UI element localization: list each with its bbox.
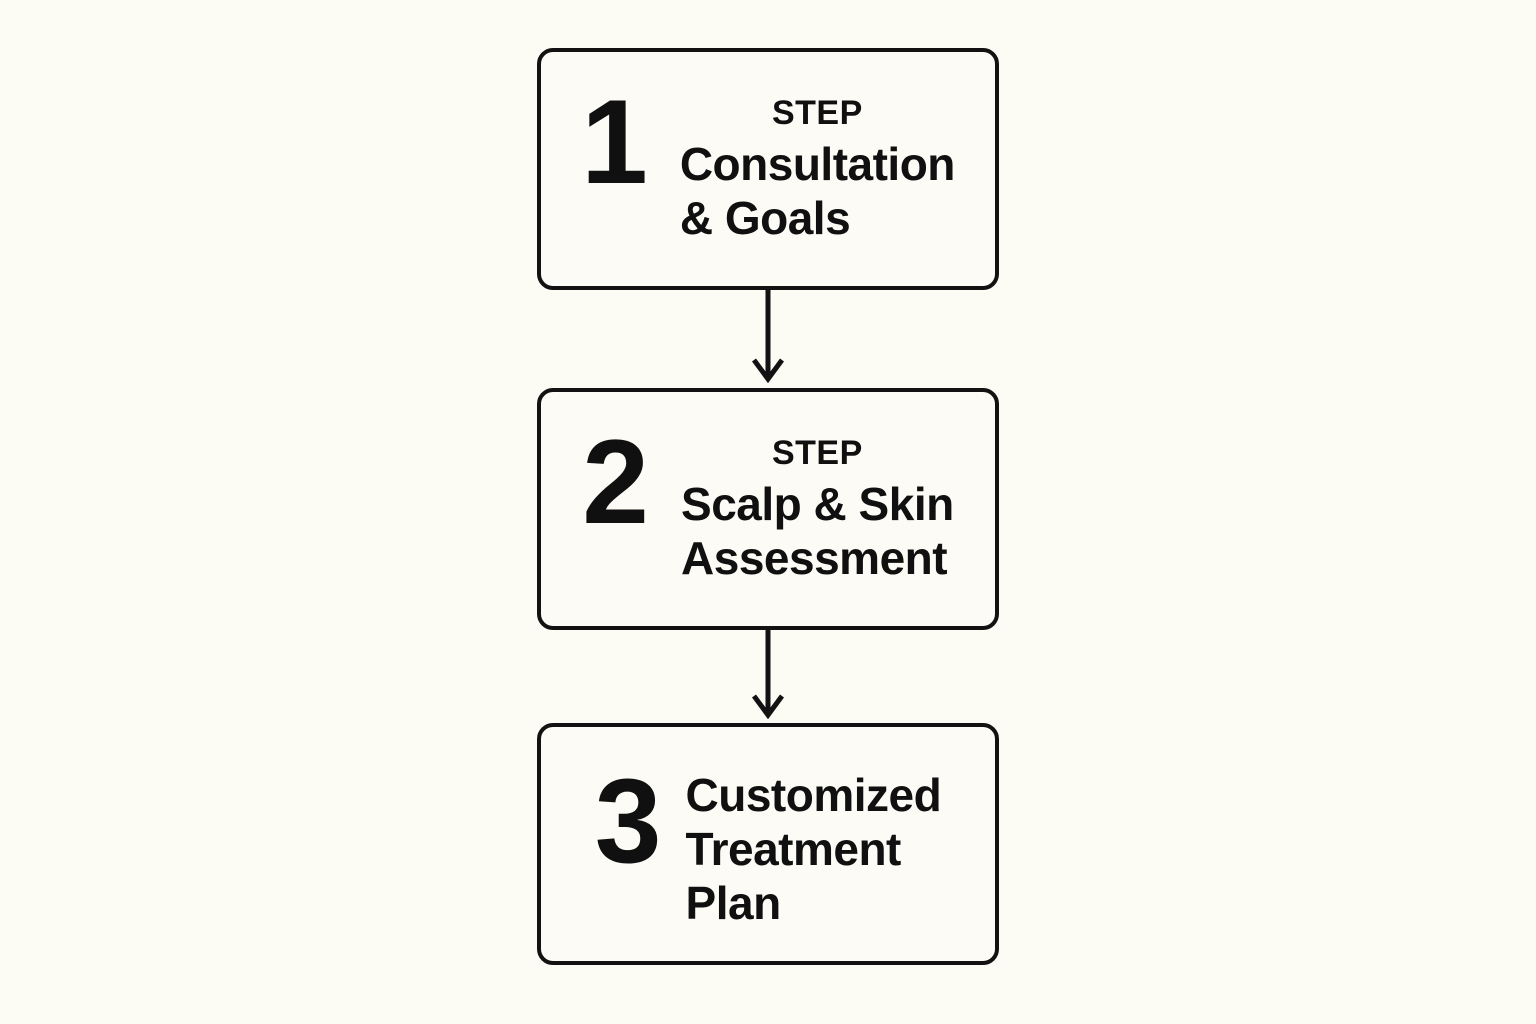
step-text-block-1: STEP Consultation & Goals xyxy=(679,52,956,245)
step-number-1: 1 xyxy=(581,75,648,209)
step-box-3[interactable]: 3 Customized Treatment Plan xyxy=(537,723,999,965)
arrow-step1-to-step2 xyxy=(737,288,799,388)
step-text-block-3: Customized Treatment Plan xyxy=(686,727,942,930)
step-title-3: Customized Treatment Plan xyxy=(685,769,942,929)
down-arrow-icon xyxy=(751,628,785,720)
step-eyebrow-2: STEP xyxy=(771,434,863,472)
step-number-3: 3 xyxy=(594,754,662,888)
step-text-block-2: STEP Scalp & Skin Assessment xyxy=(681,392,954,585)
step-box-2[interactable]: 2 STEP Scalp & Skin Assessment xyxy=(537,388,999,630)
arrow-step2-to-step3 xyxy=(737,628,799,724)
step-number-2: 2 xyxy=(582,415,649,549)
step-title-2: Scalp & Skin Assessment xyxy=(681,477,954,584)
down-arrow-icon xyxy=(751,288,785,384)
step-title-1: Consultation & Goals xyxy=(679,137,956,244)
step-eyebrow-1: STEP xyxy=(771,94,863,132)
step-box-1[interactable]: 1 STEP Consultation & Goals xyxy=(537,48,999,290)
